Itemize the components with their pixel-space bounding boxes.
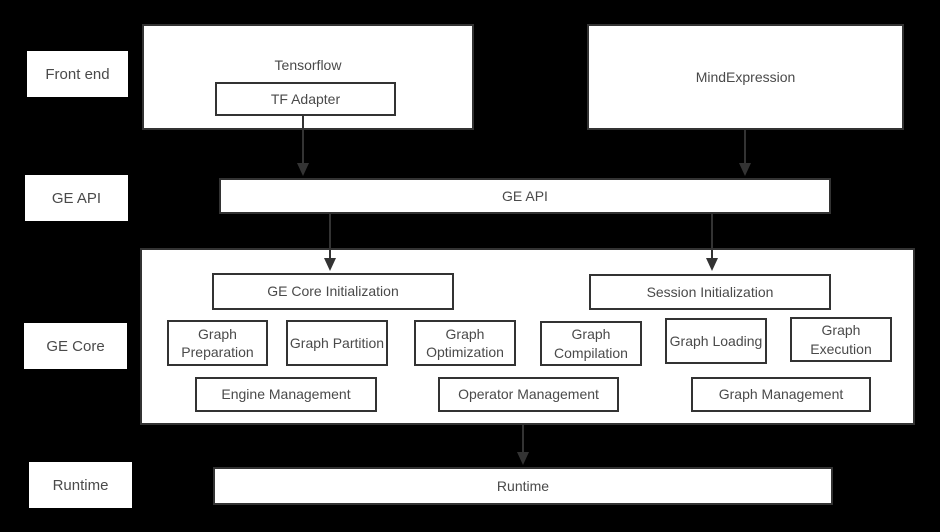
arrow-ge-core-to-runtime [517,425,529,465]
ge-core-box: GE Core Initialization Session Initializ… [140,248,915,425]
tensorflow-label: Tensorflow [274,57,342,73]
row-label-ge-api: GE API [25,175,128,221]
graph-execution-box: Graph Execution [790,317,892,362]
session-initialization-box: Session Initialization [589,274,831,310]
ge-api-box: GE API [219,178,831,214]
arrow-tf-adapter-to-ge-api [297,114,309,176]
tf-adapter-box: TF Adapter [215,82,396,116]
row-label-ge-core: GE Core [24,323,127,369]
graph-loading-box: Graph Loading [665,318,767,364]
graph-partition-box: Graph Partition [286,320,388,366]
graph-compilation-box: Graph Compilation [540,321,642,366]
graph-management-box: Graph Management [691,377,871,412]
tensorflow-box: Tensorflow TF Adapter [142,24,474,130]
arrow-ge-api-to-ge-core-initialization [324,214,336,271]
arrow-mind-expression-to-ge-api [739,130,751,176]
row-label-runtime: Runtime [29,462,132,508]
graph-optimization-box: Graph Optimization [414,320,516,366]
runtime-box: Runtime [213,467,833,505]
row-label-front-end: Front end [27,51,128,97]
engine-management-box: Engine Management [195,377,377,412]
arrow-ge-api-to-session-initialization [706,214,718,271]
graph-preparation-box: Graph Preparation [167,320,268,366]
mind-expression-box: MindExpression [587,24,904,130]
operator-management-box: Operator Management [438,377,619,412]
ge-core-initialization-box: GE Core Initialization [212,273,454,310]
